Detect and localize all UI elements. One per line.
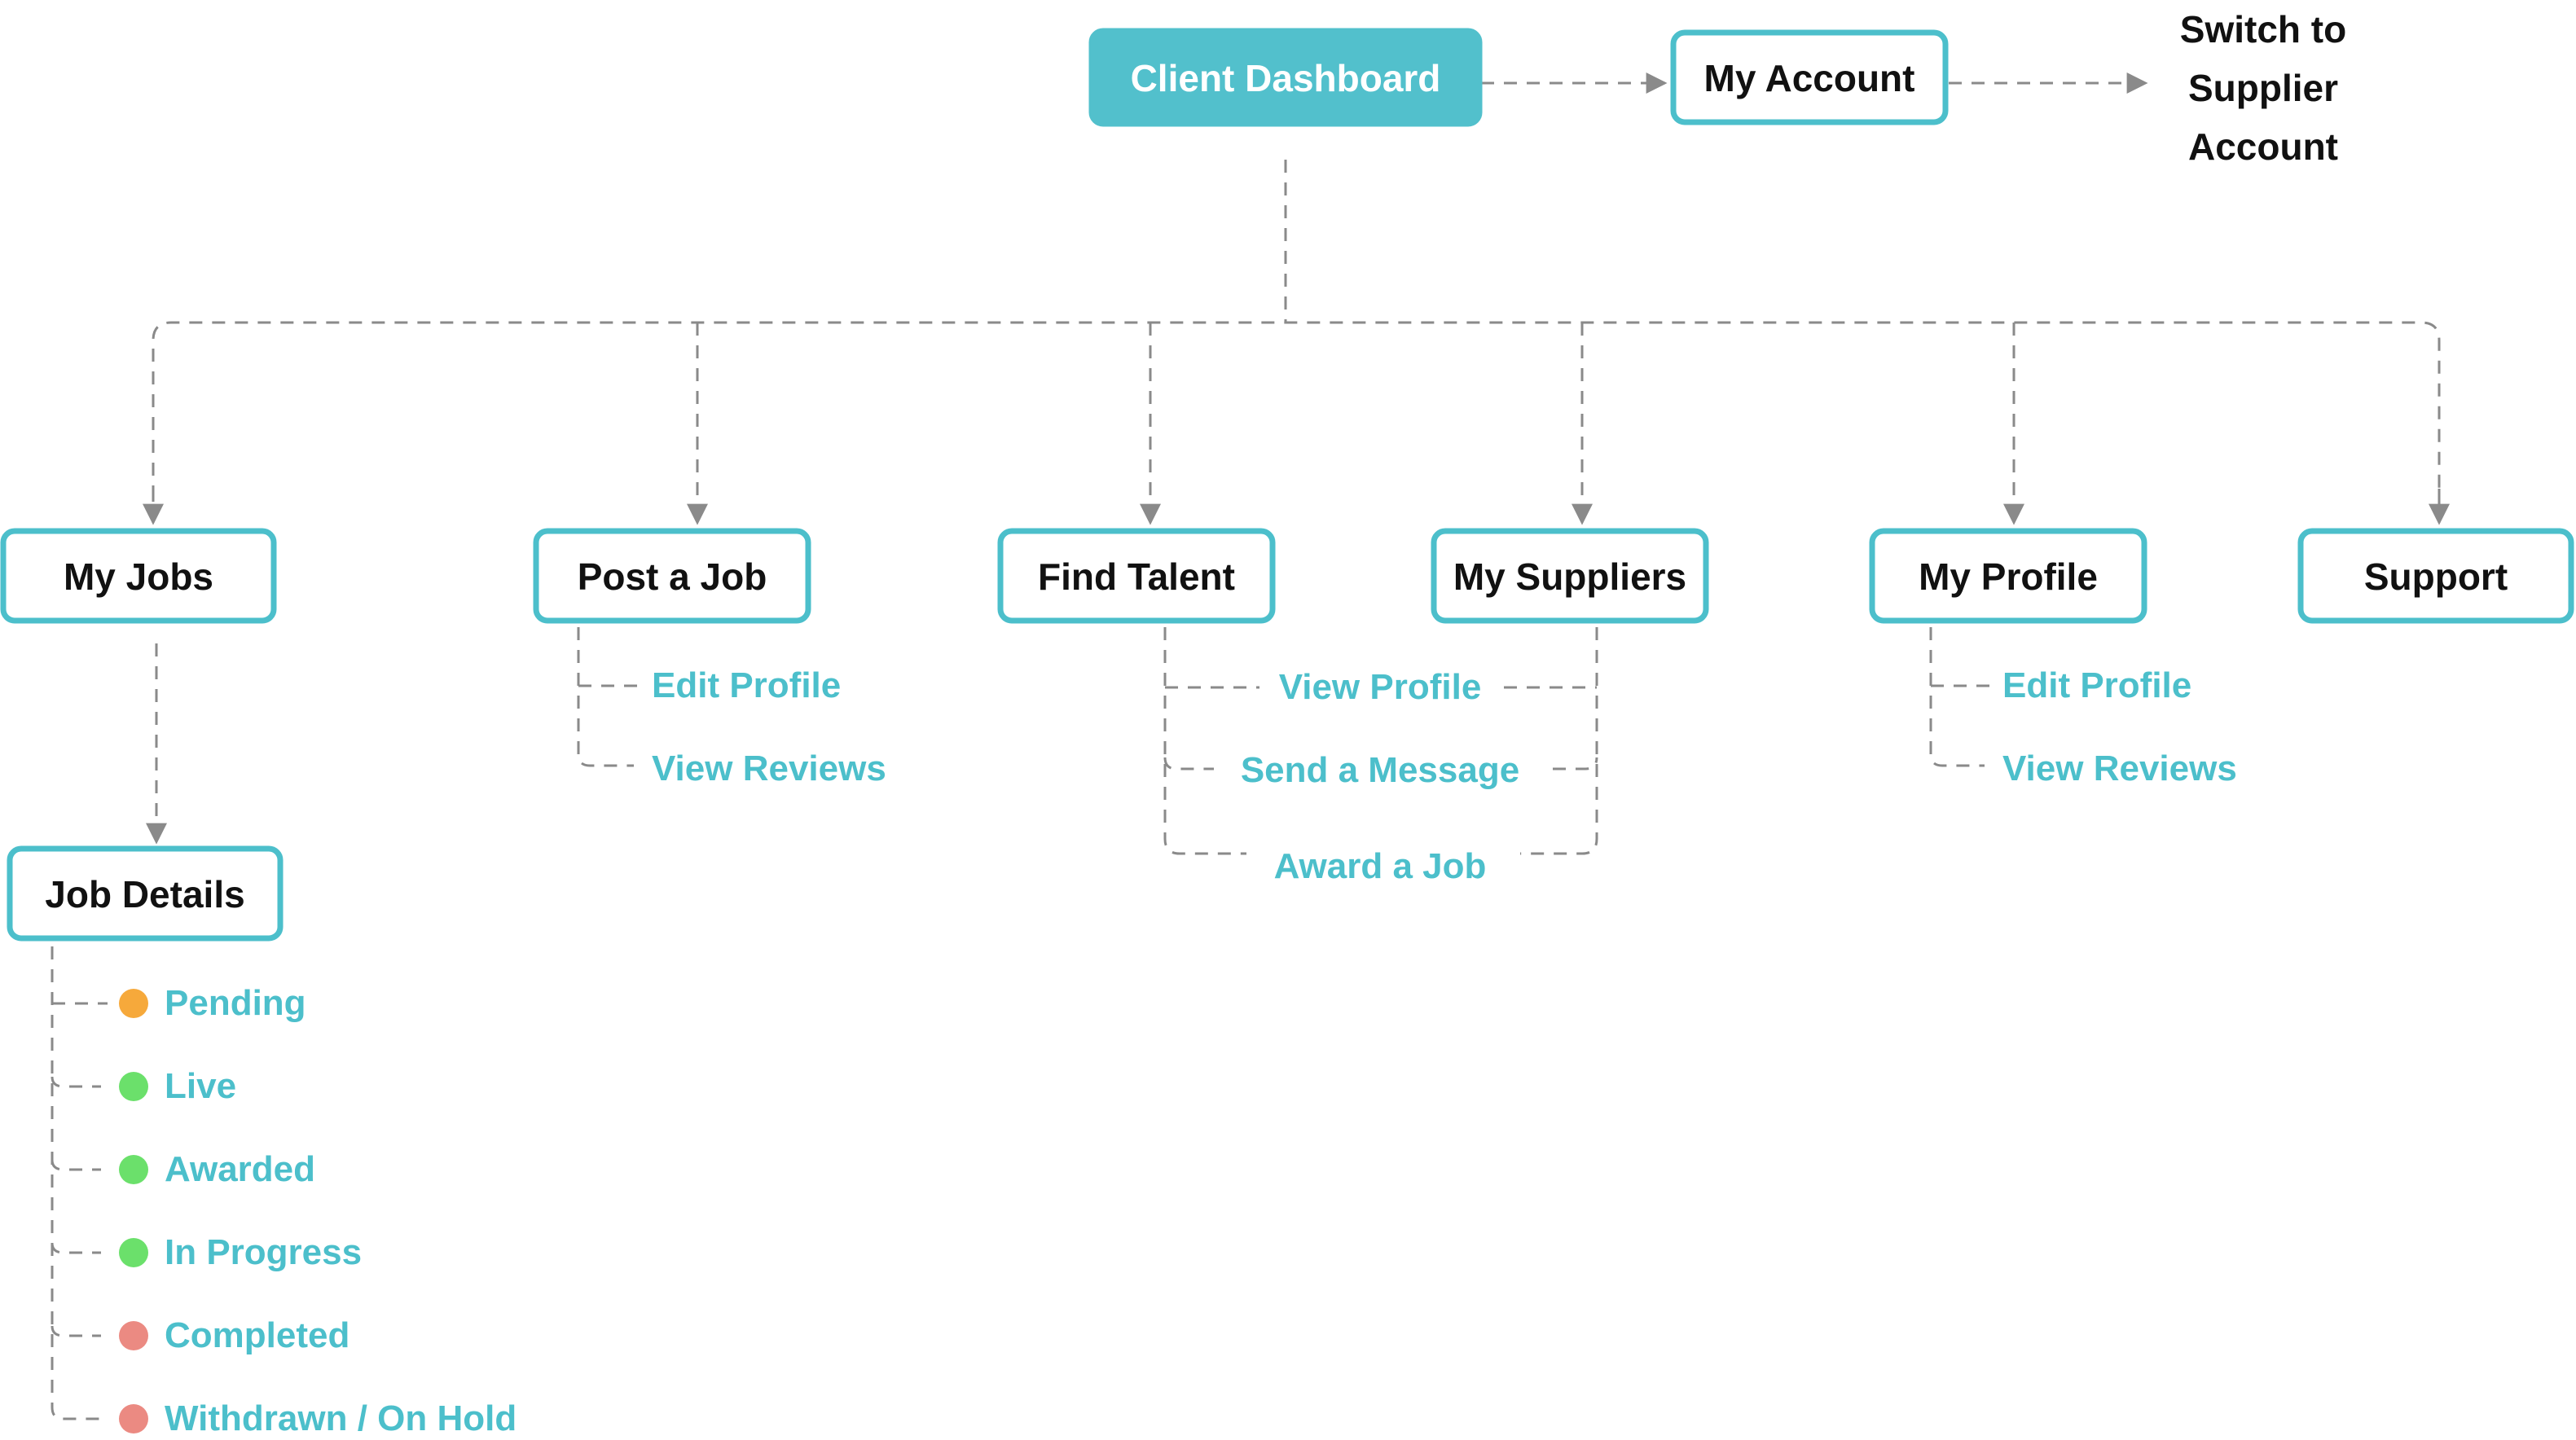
connector-talent-right [1520,627,1598,855]
status-label: Completed [165,1315,349,1355]
connector-status-completed [51,1325,101,1337]
my-profile-box [1869,528,2147,624]
post-job-children: Edit Profile View Reviews [652,665,886,788]
connector-bus [152,321,2441,521]
section-find-talent[interactable]: Find Talent [997,528,1276,624]
status-dot-completed [119,1321,148,1350]
status-item[interactable]: Live [119,1066,236,1106]
profile-view-reviews-link[interactable]: View Reviews [2002,749,2237,788]
connector-message-right [1553,757,1598,770]
my-suppliers-box [1431,528,1709,624]
find-talent-box [997,528,1276,624]
status-item[interactable]: Pending [119,983,306,1023]
profile-edit-profile-link[interactable]: Edit Profile [2002,665,2191,705]
connector-message-left [1163,757,1214,770]
section-my-suppliers[interactable]: My Suppliers [1431,528,1709,624]
post-job-view-reviews-link[interactable]: View Reviews [652,749,886,788]
find-talent-label: Find Talent [1038,555,1235,598]
status-dot-live [119,1072,148,1101]
support-box [2297,528,2574,624]
connector-profile-children [1929,627,1985,767]
root-node-label: Client Dashboard [1131,57,1441,99]
status-label: Withdrawn / On Hold [165,1398,517,1438]
job-details-box [7,845,284,942]
status-label: In Progress [165,1232,362,1272]
section-post-job[interactable]: Post a Job [533,528,811,624]
my-profile-label: My Profile [1919,555,2098,598]
connector-status-live [51,1076,101,1088]
post-job-edit-profile-link[interactable]: Edit Profile [652,665,841,705]
status-label: Awarded [165,1149,315,1189]
status-dot-awarded [119,1155,148,1184]
status-item[interactable]: In Progress [119,1232,362,1272]
status-dot-in-progress [119,1238,148,1267]
status-item[interactable]: Completed [119,1315,349,1355]
support-label: Support [2364,555,2508,598]
root-node[interactable]: Client Dashboard [1088,28,1483,127]
section-my-profile[interactable]: My Profile [1869,528,2147,624]
job-details-label: Job Details [45,873,244,915]
job-details-node[interactable]: Job Details [7,845,284,942]
status-item[interactable]: Withdrawn / On Hold [119,1398,517,1438]
switch-account-node[interactable]: Switch to Supplier Account [2180,8,2346,168]
talent-send-message-link[interactable]: Send a Message [1241,750,1519,790]
root-node-box [1088,28,1483,127]
talent-view-profile-link[interactable]: View Profile [1279,667,1482,707]
status-label: Pending [165,983,306,1023]
talent-children: View Profile Send a Message Award a Job [1241,667,1519,886]
my-suppliers-label: My Suppliers [1453,555,1686,598]
section-support[interactable]: Support [2297,528,2574,624]
switch-line-1: Switch to [2180,8,2346,50]
status-item[interactable]: Awarded [119,1149,315,1189]
post-job-box [533,528,811,624]
connector-status-awarded [51,1159,101,1171]
status-dot-withdrawn [119,1404,148,1433]
talent-award-job-link[interactable]: Award a Job [1274,846,1487,886]
my-jobs-box [0,528,277,624]
my-account-box [1670,29,1949,125]
status-label: Live [165,1066,236,1106]
my-account-node[interactable]: My Account [1670,29,1949,125]
profile-children: Edit Profile View Reviews [2002,665,2237,788]
connector-status-spine [51,946,101,1420]
connector-status-in-progress [51,1242,101,1254]
my-jobs-label: My Jobs [64,555,213,598]
connector-post-job-children [577,627,634,767]
switch-line-3: Account [2188,125,2338,168]
status-dot-pending [119,989,148,1018]
my-account-label: My Account [1704,57,1915,99]
post-job-label: Post a Job [578,555,767,598]
job-status-list: Pending Live Awarded In Progress Complet… [119,983,517,1438]
connector-talent-left [1163,627,1246,855]
section-my-jobs[interactable]: My Jobs [0,528,277,624]
connectors [51,72,2450,1420]
switch-line-2: Supplier [2188,67,2338,109]
